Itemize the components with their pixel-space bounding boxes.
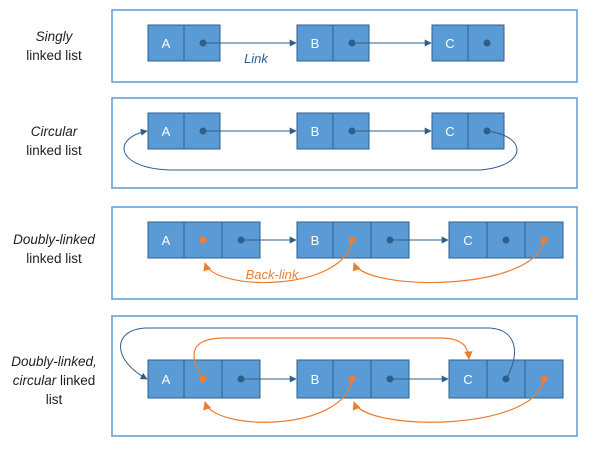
node-a: A <box>147 221 261 259</box>
node-label: C <box>445 36 454 51</box>
back-link-arrow <box>203 239 353 284</box>
label-emphasis: circular <box>12 373 57 388</box>
label-emphasis: Doubly-linked, <box>11 354 97 369</box>
link-annotation: Link <box>244 51 269 66</box>
row-label-singly: Singly linked list <box>0 27 108 65</box>
back-link-arrow <box>352 239 545 284</box>
label-emphasis: Doubly-linked <box>13 232 95 247</box>
node-b: B <box>296 359 410 399</box>
label-emphasis: Circular <box>30 124 78 139</box>
frame-singly <box>111 9 578 83</box>
back-link-arrow <box>203 378 353 423</box>
label-text: linked <box>56 373 96 388</box>
frame-doubly-circular <box>111 315 578 437</box>
circular-link-arrow <box>120 327 515 380</box>
node-a: A <box>147 112 221 150</box>
label-text: linked list <box>26 251 82 266</box>
node-label: B <box>311 233 320 248</box>
doubly-list: A B C Back-link <box>147 221 564 284</box>
label-emphasis: Singly <box>35 29 73 44</box>
doubly-circular-list: A B C <box>120 327 564 423</box>
node-label: C <box>463 372 472 387</box>
row-label-doubly: Doubly-linked linked list <box>0 230 108 268</box>
label-text: list <box>45 392 63 407</box>
node-label: A <box>162 233 171 248</box>
node-c: C <box>431 112 505 150</box>
circular-list: A B C <box>123 112 518 171</box>
frame-doubly <box>111 206 578 300</box>
row-label-circular: Circular linked list <box>0 122 108 160</box>
node-c: C <box>448 221 564 259</box>
node-label: B <box>311 36 320 51</box>
node-label: C <box>463 233 472 248</box>
node-label: A <box>162 124 171 139</box>
back-link-arrow <box>352 378 545 423</box>
node-c: C <box>431 24 505 62</box>
back-link-annotation: Back-link <box>246 267 300 282</box>
node-a: A <box>147 359 261 399</box>
node-label: A <box>162 36 171 51</box>
label-text: linked list <box>26 48 82 63</box>
node-label: C <box>445 124 454 139</box>
circular-link-arrow <box>123 128 518 171</box>
row-label-doubly-circular: Doubly-linked, circular linked list <box>0 352 108 409</box>
circular-back-link-arrow <box>193 337 473 380</box>
node-label: B <box>311 372 320 387</box>
node-label: B <box>311 124 320 139</box>
node-label: A <box>162 372 171 387</box>
frame-circular <box>111 97 578 189</box>
label-text: linked list <box>26 143 82 158</box>
node-b: B <box>296 221 410 259</box>
singly-list: A B C Link <box>147 24 505 66</box>
